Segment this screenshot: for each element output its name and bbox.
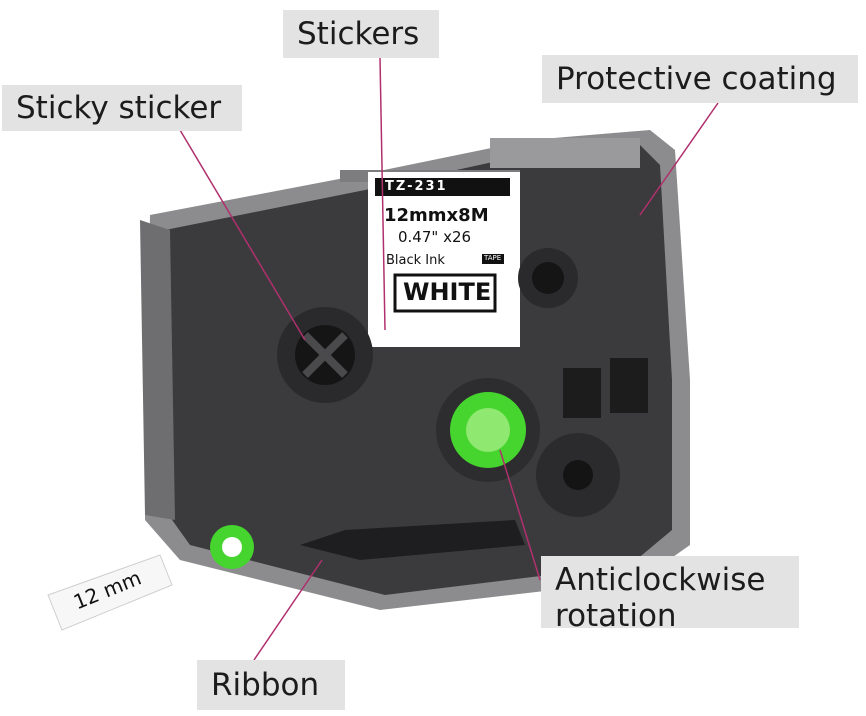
lower-right-hub-center xyxy=(563,460,593,490)
callout-anticlockwise-line2: rotation xyxy=(555,598,677,634)
label-color: WHITE xyxy=(403,278,492,306)
leader-stickers xyxy=(379,57,386,331)
green-spool-inner xyxy=(466,408,510,452)
label-model: TZ-231 xyxy=(385,179,448,194)
ribbon-slot xyxy=(300,520,525,560)
left-side-panel xyxy=(140,220,175,520)
callout-anticlockwise-rotation: Anticlockwise rotation xyxy=(541,556,799,634)
leader-anticlockwise xyxy=(499,449,541,581)
top-right-ridge xyxy=(490,138,640,168)
small-green-spool-center xyxy=(222,537,242,557)
label-inch: 0.47" x26 xyxy=(398,228,472,246)
callout-sticky-sticker: Sticky sticker xyxy=(2,85,242,131)
leader-ribbon xyxy=(253,559,323,661)
tape-strip xyxy=(47,554,173,631)
callout-anticlockwise-line1: Anticlockwise xyxy=(555,562,766,598)
left-spool-cross xyxy=(302,332,348,378)
callout-protective-coating: Protective coating xyxy=(542,55,858,103)
label-tape-badge: TAPE xyxy=(484,254,502,262)
tape-badge-bg xyxy=(482,254,504,264)
white-badge-frame xyxy=(393,273,497,313)
model-strip xyxy=(375,178,510,196)
right-small-spool-hub xyxy=(532,262,564,294)
leader-lines xyxy=(179,57,719,661)
label-ink: Black Ink xyxy=(386,253,445,268)
label-size: 12mmx8M xyxy=(384,205,489,226)
vent-left xyxy=(563,368,601,418)
callout-ribbon: Ribbon xyxy=(197,660,345,710)
vent-right xyxy=(610,358,648,413)
callout-stickers: Stickers xyxy=(283,10,439,58)
leader-sticky-sticker xyxy=(179,129,306,341)
leader-protective-coating xyxy=(639,102,719,216)
